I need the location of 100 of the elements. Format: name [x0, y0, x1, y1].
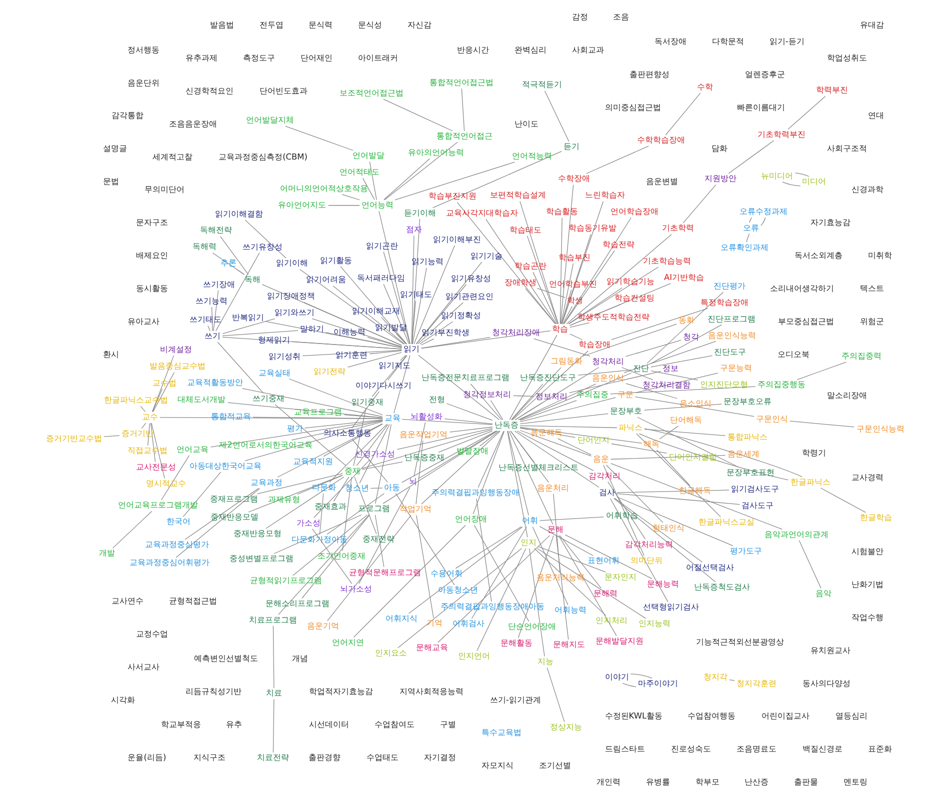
node-text: 증거기반교수법 — [46, 432, 102, 443]
node-text: 문해능력 — [647, 578, 680, 588]
node-text: 유병률 — [646, 776, 670, 787]
node-text: 뇌 — [408, 476, 417, 486]
node-text: 유대감 — [860, 20, 884, 30]
connector — [184, 488, 259, 540]
node-text: 음운 — [592, 454, 609, 464]
connector — [274, 404, 346, 466]
node-text: 측정도구 — [242, 52, 275, 63]
node-text: 수학 — [697, 81, 714, 92]
connector — [610, 386, 756, 394]
connector — [665, 92, 701, 136]
node-text: 문해력 — [594, 588, 618, 598]
connector — [342, 194, 360, 200]
node-text: 대체도서개발 — [178, 394, 226, 404]
connector — [326, 493, 384, 535]
connector — [749, 217, 752, 223]
node-text: 이야기다시쓰기 — [355, 380, 412, 390]
node-text: 다문화가정아동 — [291, 534, 348, 544]
node-text: 단어인지 — [577, 434, 610, 445]
node-text: 지능 — [537, 656, 554, 666]
connector — [395, 493, 455, 586]
connector — [383, 98, 453, 132]
connector — [217, 342, 264, 394]
node-text: 교사경력 — [852, 472, 884, 482]
connector — [328, 205, 360, 206]
node-text: 한국어 — [166, 516, 190, 526]
node-text: 인지처리 — [596, 615, 628, 626]
connector — [486, 218, 557, 324]
connector — [414, 245, 455, 344]
connector — [161, 455, 190, 500]
connector — [644, 404, 722, 410]
connector — [369, 161, 377, 200]
node-text: 언어발달지체 — [246, 114, 294, 125]
connector — [353, 524, 466, 638]
node-text: 읽기어려움 — [306, 274, 346, 284]
connector — [312, 318, 402, 347]
node-text: 문법 — [102, 176, 119, 186]
connector — [516, 430, 594, 471]
node-text: 감정 — [572, 11, 588, 22]
connector — [520, 400, 577, 421]
connector — [456, 202, 556, 324]
connector — [362, 178, 375, 200]
connector — [659, 426, 679, 440]
connector — [312, 528, 352, 584]
connector — [412, 218, 420, 344]
node-text: 얼렌증후군 — [744, 69, 785, 80]
connector — [432, 151, 562, 208]
node-text: 오디오북 — [778, 348, 810, 359]
connector — [220, 236, 249, 275]
connector — [398, 548, 522, 648]
node-text: 교육과정중심어휘평가 — [129, 556, 210, 567]
node-text: 정보 — [662, 363, 679, 374]
node-text: 음운처리능력 — [536, 572, 584, 582]
node-text: 인지 — [520, 536, 537, 547]
node-text: 균형적문해프로그램 — [348, 566, 421, 577]
node-text: 시각화 — [111, 694, 136, 704]
connector — [553, 494, 560, 573]
node-text: 그림동화 — [550, 356, 583, 366]
node-text: 읽기이해결함 — [215, 208, 264, 218]
connector — [557, 438, 592, 456]
connector — [644, 428, 726, 436]
connector — [300, 269, 404, 344]
node-text: 음운기억 — [306, 620, 339, 630]
connector — [302, 514, 370, 599]
connector — [449, 426, 493, 432]
node-text: 조음명료도 — [736, 744, 777, 754]
node-text: 언어발달 — [352, 150, 385, 160]
connector — [490, 400, 504, 420]
node-text: 음악과언어의관계 — [764, 528, 829, 539]
connector — [152, 372, 175, 412]
node-text: 열등심리 — [835, 710, 868, 721]
node-text: 말하기 — [300, 324, 324, 334]
connector — [544, 90, 570, 142]
node-text: 미취학 — [868, 250, 892, 260]
connector — [367, 337, 402, 348]
connector — [325, 332, 402, 348]
connector — [418, 354, 500, 420]
node-text: 전형 — [429, 394, 446, 404]
node-text: 아이트래커 — [358, 52, 398, 63]
node-text: 음운세계 — [727, 448, 760, 459]
connector — [611, 443, 667, 454]
connector — [408, 526, 523, 614]
node-text: 치료 — [266, 687, 282, 698]
connector — [520, 372, 632, 420]
node-text: 주의집중행동 — [758, 379, 806, 390]
node-text: 학부모 — [695, 776, 720, 787]
node-text: 증거기반 — [121, 428, 154, 438]
connector — [520, 430, 592, 456]
connector — [304, 302, 402, 346]
node-text: 음운처리 — [536, 482, 569, 492]
node-text: 기초학습능력 — [643, 255, 692, 266]
node-text: 아동대상한국어교육 — [190, 460, 262, 470]
node-text: 읽기성취 — [268, 350, 301, 361]
node-text: 음운변별 — [646, 176, 678, 186]
node-text: 독서패러다임 — [357, 272, 406, 283]
node-text: 학력부진 — [816, 84, 848, 95]
connector — [304, 419, 383, 428]
node-text: 장애학생 — [504, 276, 537, 287]
connector — [414, 422, 426, 477]
